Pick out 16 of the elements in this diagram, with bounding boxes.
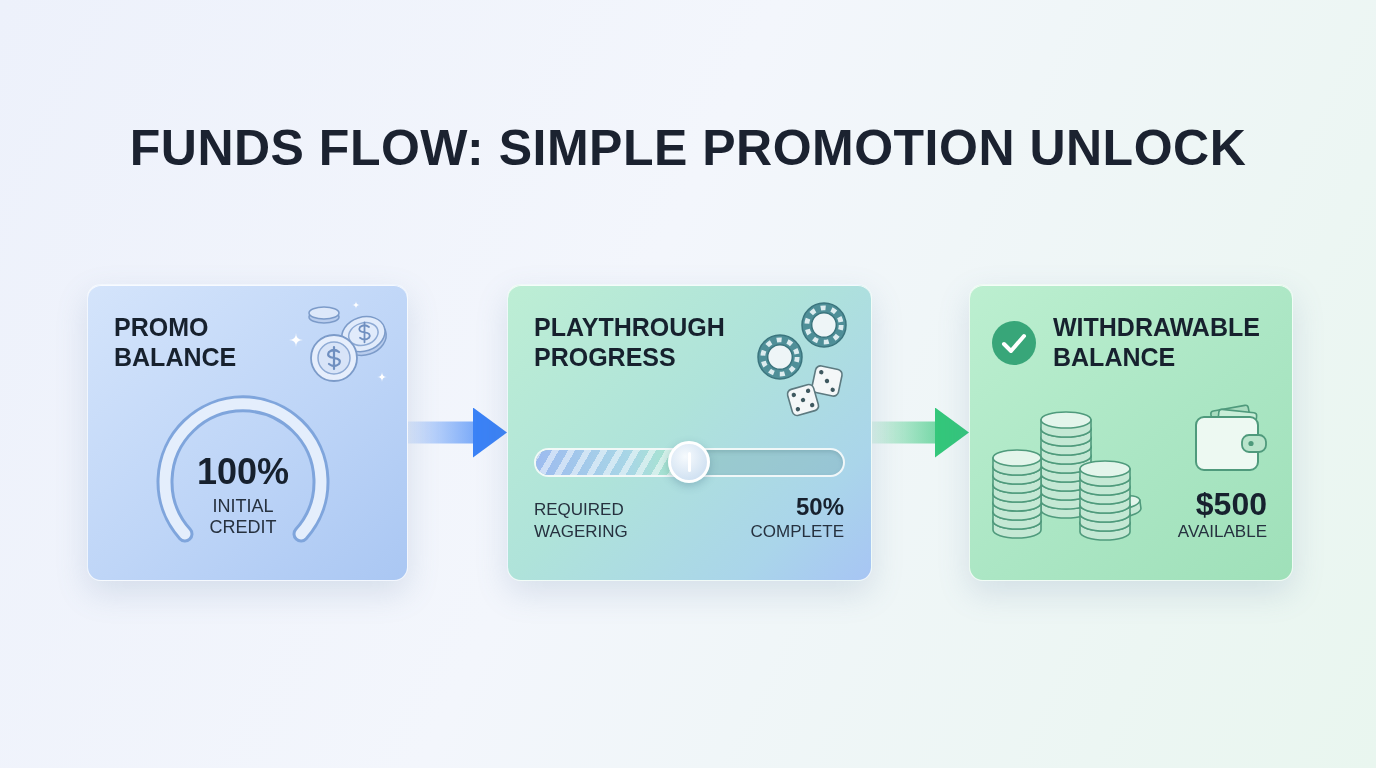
card-title: PROMO BALANCE <box>114 312 238 372</box>
stat-value: 100% <box>195 452 291 492</box>
flow-arrow <box>408 407 507 458</box>
card-title: PLAYTHROUGH PROGRESS <box>534 312 726 372</box>
stat-caption: REQUIRED WAGERING <box>534 499 629 543</box>
card-title: WITHDRAWABLE BALANCE <box>1053 312 1261 372</box>
stat-value: 50% <box>794 493 844 521</box>
withdrawable-card <box>969 284 1293 581</box>
stat-caption: COMPLETE <box>749 521 844 543</box>
page-title: FUNDS FLOW: SIMPLE PROMOTION UNLOCK <box>129 119 1247 178</box>
playthrough-card <box>507 284 872 581</box>
flow-arrow <box>872 407 969 458</box>
stat-caption: AVAILABLE <box>1176 521 1267 543</box>
stat-caption: INITIAL CREDIT <box>208 496 278 538</box>
promo-balance-card <box>87 284 408 581</box>
stat-value: $500 <box>1194 486 1267 522</box>
